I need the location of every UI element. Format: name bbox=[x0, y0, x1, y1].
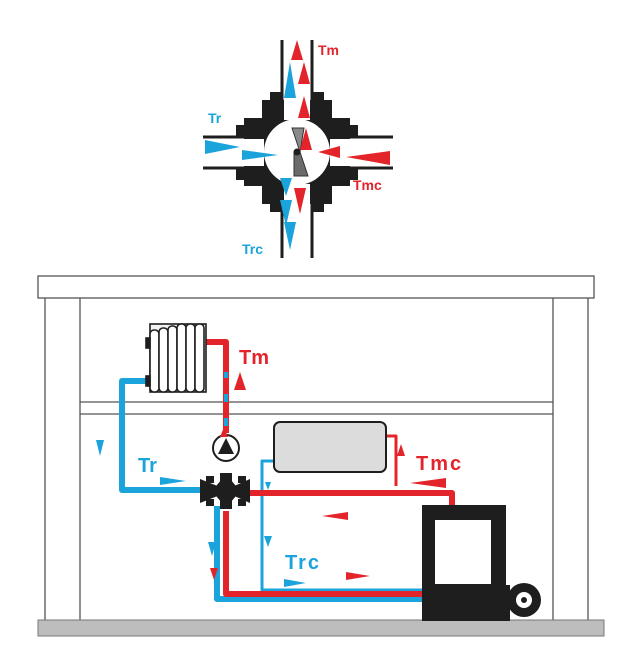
supply-pipes bbox=[206, 339, 455, 597]
valve-label-tmc: Tmc bbox=[353, 177, 382, 193]
system-label-tm: Tm bbox=[239, 347, 269, 369]
roof-slab bbox=[37, 275, 595, 299]
riser-stripes bbox=[224, 372, 228, 426]
building-structure bbox=[37, 275, 595, 620]
circulation-pump-icon bbox=[212, 434, 240, 462]
valve-detail-supply-arrows bbox=[291, 40, 390, 214]
radiator-icon bbox=[145, 323, 207, 393]
valve-label-tm: Tm bbox=[318, 42, 339, 58]
valve-detail: Tm Tr Tmc Trc bbox=[203, 40, 393, 258]
burner-fan-icon bbox=[486, 583, 541, 621]
valve-detail-return-arrows bbox=[205, 62, 296, 250]
storage-tank-icon bbox=[273, 421, 387, 473]
system-label-tmc: Tmc bbox=[416, 453, 463, 475]
return-pipes bbox=[119, 378, 422, 602]
ground-floor bbox=[37, 619, 605, 637]
valve-label-tr: Tr bbox=[208, 110, 222, 126]
system-supply-arrows bbox=[210, 372, 446, 580]
system-return-arrows bbox=[96, 440, 306, 587]
system-label-tr: Tr bbox=[138, 455, 157, 477]
valve-vane-icon bbox=[291, 127, 309, 177]
valve-label-trc: Trc bbox=[242, 241, 263, 257]
system-label-trc: Trc bbox=[285, 552, 321, 574]
four-way-mixing-valve-icon bbox=[200, 473, 250, 509]
